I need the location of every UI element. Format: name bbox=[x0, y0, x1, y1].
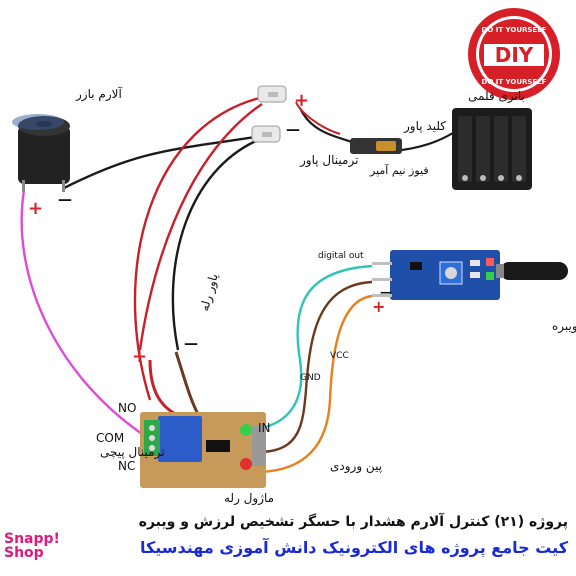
buzzer-label: آلارم بازر bbox=[75, 86, 122, 102]
terminal-plus-mark: + bbox=[294, 90, 309, 111]
sensor-label: سنسور تشخیص لرزش و ویبره bbox=[552, 319, 576, 334]
caption-title: پروژه (۲۱) کنترل آلارم هشدار با حسگر تشخ… bbox=[138, 514, 568, 530]
buzzer-minus-mark: — bbox=[58, 192, 72, 208]
input-pin-label: پین ورودی bbox=[330, 459, 382, 474]
buzzer-plus-mark: + bbox=[28, 198, 43, 219]
power-switch-fuse bbox=[350, 138, 402, 154]
sensor-minus-mark: — bbox=[380, 285, 392, 299]
relay-com-label: COM bbox=[96, 431, 124, 445]
wire-power-minus-black bbox=[171, 138, 259, 351]
wire-sensor-gnd-brown bbox=[261, 280, 373, 454]
wire-sensor-vcc-orange bbox=[259, 294, 373, 474]
relay-module bbox=[140, 412, 266, 488]
badge-bottom-text: DO IT YOURSELF bbox=[482, 78, 547, 86]
badge-center-text: DIY bbox=[495, 43, 534, 67]
relay-no-label: NO bbox=[118, 401, 136, 415]
power-key-label: کلید پاور bbox=[403, 119, 446, 134]
relay-power-minus-mark: — bbox=[184, 336, 198, 352]
wire-sensor-cyan bbox=[251, 264, 373, 432]
battery-holder bbox=[452, 108, 532, 190]
wire-to-switch-red bbox=[295, 101, 341, 135]
wire-to-switch-black bbox=[298, 107, 353, 144]
digital-out-label: digital out bbox=[318, 251, 364, 261]
battery-label: باتری قلمی bbox=[468, 89, 525, 104]
wire-power-plus-red-1 bbox=[133, 94, 269, 401]
vibration-sensor bbox=[372, 250, 568, 300]
buzzer-component bbox=[12, 114, 70, 192]
snappshop-logo: Snapp! Shop bbox=[4, 532, 64, 560]
snappshop-logo-line2: Shop bbox=[4, 545, 44, 561]
gnd-label: GND bbox=[300, 373, 321, 383]
caption-subtitle: کیت جامع پروژه های الکترونیک دانش آموزی … bbox=[139, 538, 568, 557]
wire-switch-battery bbox=[401, 129, 459, 152]
wire-buzzer-plus-magenta bbox=[20, 189, 149, 440]
terminal-minus-mark: — bbox=[286, 122, 300, 138]
power-terminal bbox=[251, 85, 287, 143]
relay-nc-label: NC bbox=[118, 459, 135, 473]
diy-badge bbox=[468, 8, 560, 100]
relay-power-plus-mark: + bbox=[132, 346, 147, 367]
fuse-label: فیوز نیم آمپر bbox=[369, 163, 429, 177]
wire-power-plus-red-2 bbox=[138, 103, 263, 351]
sensor-plus-mark: + bbox=[372, 297, 385, 316]
screw-terminal-label: ترمینال پیچی bbox=[100, 445, 165, 460]
snappshop-logo-line1: Snapp! bbox=[4, 531, 60, 547]
power-terminal-label: ترمینال پاور bbox=[299, 153, 358, 168]
vcc-label: VCC bbox=[330, 351, 349, 361]
wire-relay-power-black bbox=[174, 351, 202, 419]
wire-buzzer-minus-black bbox=[63, 134, 263, 190]
relay-module-label: ماژول رله bbox=[224, 491, 274, 506]
relay-in-label: IN bbox=[258, 421, 271, 435]
relay-power-label: پاور رله bbox=[197, 272, 221, 313]
badge-top-text: DO IT YOURSELF bbox=[482, 26, 547, 34]
